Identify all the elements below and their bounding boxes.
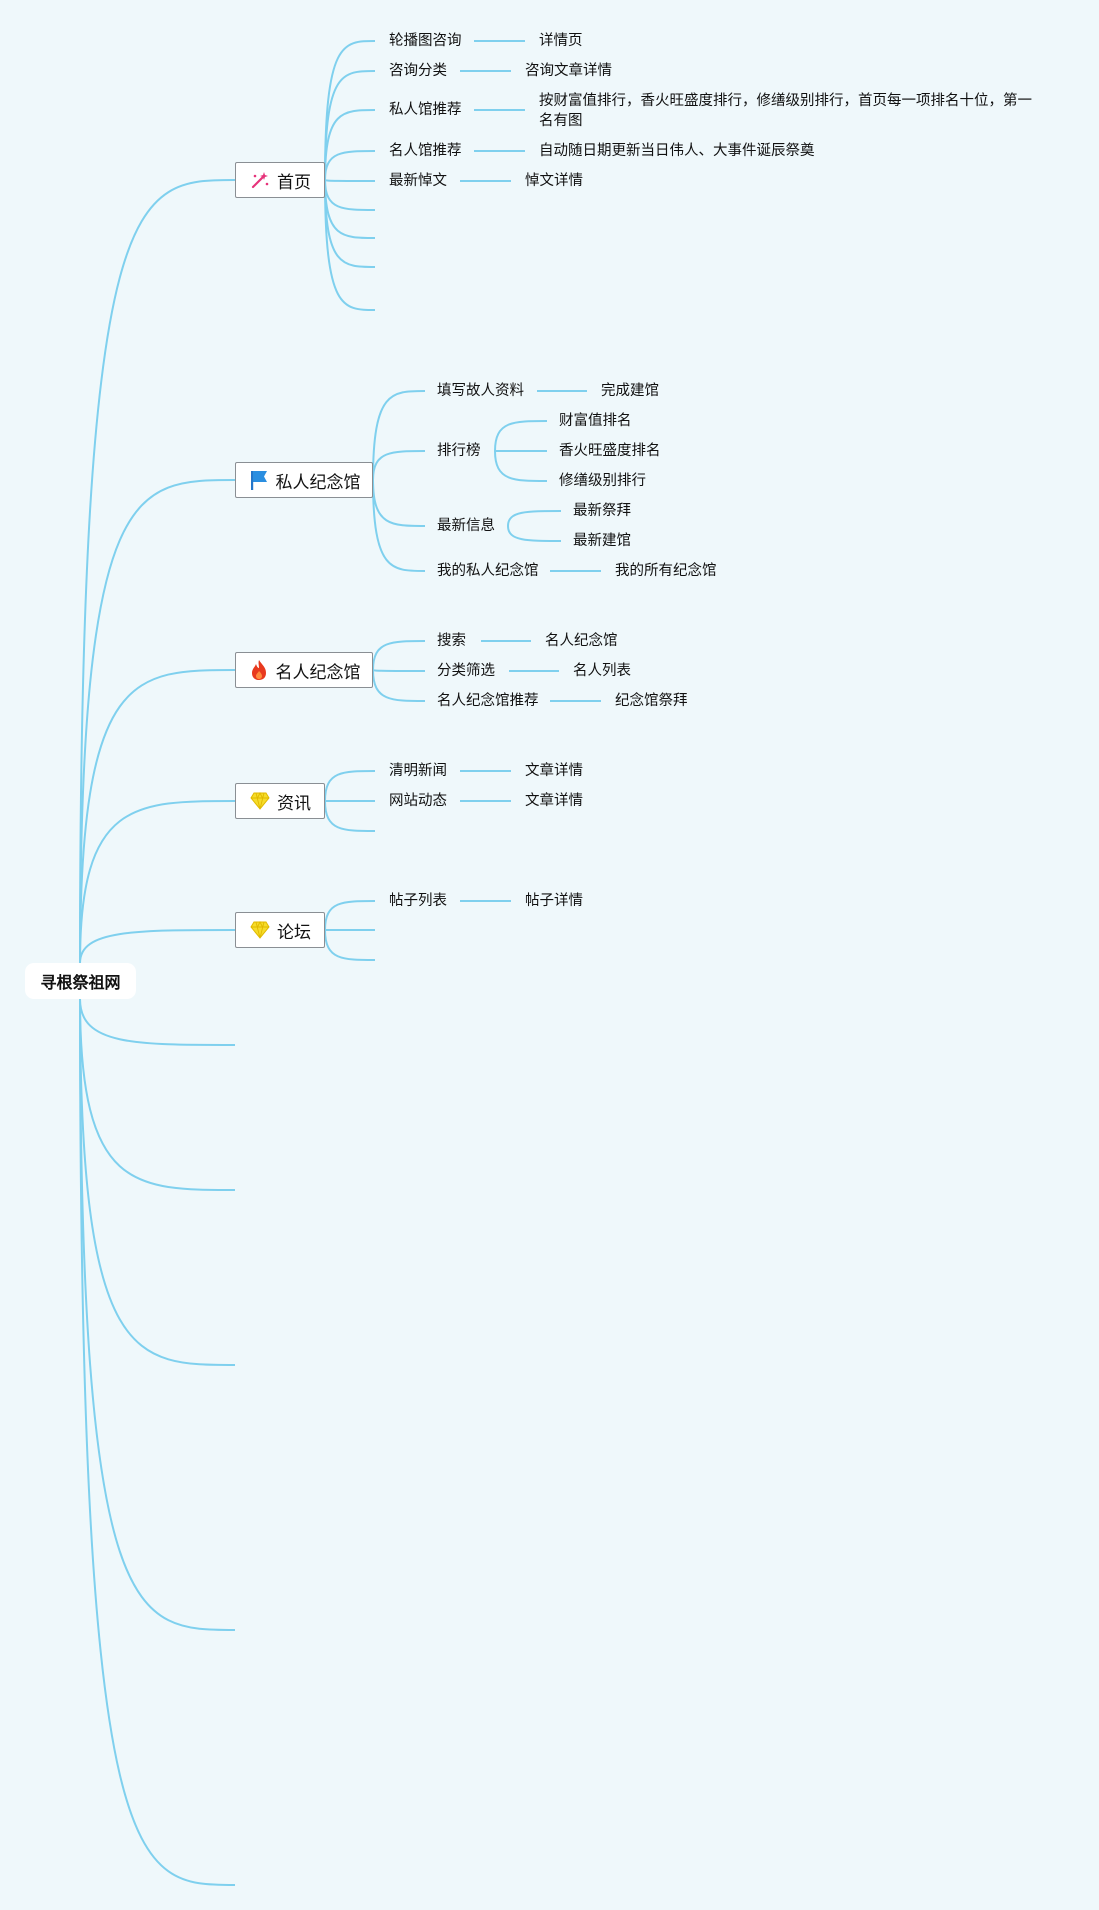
celebrity-item-label[interactable]: 搜索 <box>437 633 466 649</box>
private-ranking-item[interactable]: 香火旺盛度排名 <box>559 443 661 459</box>
yellow-diamond-icon <box>249 919 271 941</box>
root-node[interactable]: 寻根祭祖网 <box>25 963 136 999</box>
celebrity-item-label[interactable]: 分类筛选 <box>437 663 495 679</box>
news-connector <box>324 800 376 832</box>
yellow-diamond-icon <box>249 790 271 812</box>
private-mine-label[interactable]: 我的私人纪念馆 <box>437 563 539 579</box>
root-connector <box>79 998 236 1631</box>
branch-private-memorial-label: 私人纪念馆 <box>275 472 361 492</box>
private-ranking-connector <box>494 450 548 482</box>
fire-icon <box>248 659 270 681</box>
home-item-detail[interactable]: 咨询文章详情 <box>525 63 612 79</box>
branch-celebrity-memorial[interactable]: 名人纪念馆 <box>235 652 373 688</box>
private-connector <box>372 390 426 481</box>
home-connector <box>324 109 376 181</box>
celebrity-item-detail[interactable]: 名人列表 <box>573 663 631 679</box>
home-item-detail[interactable]: 详情页 <box>539 33 583 49</box>
forum-connector <box>324 929 376 961</box>
home-item-label[interactable]: 名人馆推荐 <box>389 143 462 159</box>
branch-private-memorial[interactable]: 私人纪念馆 <box>235 462 373 498</box>
celebrity-item-label[interactable]: 名人纪念馆推荐 <box>437 693 539 709</box>
branch-home[interactable]: 首页 <box>235 162 325 198</box>
private-ranking-item[interactable]: 财富值排名 <box>559 413 632 429</box>
private-latest-connector <box>507 510 562 527</box>
home-connector <box>324 179 376 311</box>
home-connector <box>324 179 376 182</box>
celebrity-connector <box>372 669 426 702</box>
forum-item-label[interactable]: 帖子列表 <box>389 893 447 909</box>
root-connector <box>79 998 236 1886</box>
celebrity-connector <box>372 640 426 671</box>
news-connector <box>324 770 376 802</box>
root-connector <box>79 669 236 964</box>
private-ranking-item[interactable]: 修缮级别排行 <box>559 473 646 489</box>
root-connector <box>79 479 236 964</box>
forum-connector <box>324 900 376 931</box>
branch-home-label: 首页 <box>277 172 311 192</box>
root-connector <box>79 800 236 964</box>
private-latest-item[interactable]: 最新祭拜 <box>573 503 631 519</box>
news-item-label[interactable]: 网站动态 <box>389 793 447 809</box>
root-connector <box>79 998 236 1191</box>
private-fill-in-label[interactable]: 填写故人资料 <box>437 383 524 399</box>
branch-forum-label: 论坛 <box>277 922 311 942</box>
news-item-detail[interactable]: 文章详情 <box>525 793 583 809</box>
root-connector <box>79 998 236 1366</box>
home-connector <box>324 179 376 211</box>
celebrity-item-detail[interactable]: 纪念馆祭拜 <box>615 693 688 709</box>
forum-item-detail[interactable]: 帖子详情 <box>525 893 583 909</box>
celebrity-item-detail[interactable]: 名人纪念馆 <box>545 633 618 649</box>
home-item-label[interactable]: 咨询分类 <box>389 63 447 79</box>
branch-celebrity-memorial-label: 名人纪念馆 <box>275 662 361 682</box>
root-connector <box>79 179 236 964</box>
home-item-detail[interactable]: 悼文详情 <box>525 173 583 189</box>
blue-flag-icon <box>248 469 270 491</box>
home-item-label[interactable]: 最新悼文 <box>389 173 447 189</box>
private-mine-detail[interactable]: 我的所有纪念馆 <box>615 563 717 579</box>
private-latest-item[interactable]: 最新建馆 <box>573 533 631 549</box>
private-fill-in-detail[interactable]: 完成建馆 <box>601 383 659 399</box>
root-connector <box>79 929 236 964</box>
home-item-label[interactable]: 轮播图咨询 <box>389 33 462 49</box>
home-connector <box>324 150 376 181</box>
branch-forum[interactable]: 论坛 <box>235 912 325 948</box>
private-ranking-label[interactable]: 排行榜 <box>437 443 481 459</box>
private-latest-connector <box>507 525 562 542</box>
home-item-detail[interactable]: 按财富值排行，香火旺盛度排行，修缮级别排行，首页每一项排名十位，第一名有图 <box>539 93 1032 129</box>
celebrity-connector <box>372 669 426 672</box>
news-item-detail[interactable]: 文章详情 <box>525 763 583 779</box>
root-connector <box>79 998 236 1046</box>
home-item-label[interactable]: 私人馆推荐 <box>389 102 462 118</box>
news-item-label[interactable]: 清明新闻 <box>389 763 447 779</box>
home-item-detail[interactable]: 自动随日期更新当日伟人、大事件诞辰祭奠 <box>539 143 815 159</box>
private-latest-label[interactable]: 最新信息 <box>437 518 495 534</box>
private-ranking-connector <box>494 420 548 452</box>
branch-news[interactable]: 资讯 <box>235 783 325 819</box>
magic-wand-icon <box>249 169 271 191</box>
home-connector <box>324 70 376 181</box>
private-connector <box>372 450 426 481</box>
branch-news-label: 资讯 <box>277 793 311 813</box>
private-connector <box>372 479 426 572</box>
private-connector <box>372 479 426 527</box>
